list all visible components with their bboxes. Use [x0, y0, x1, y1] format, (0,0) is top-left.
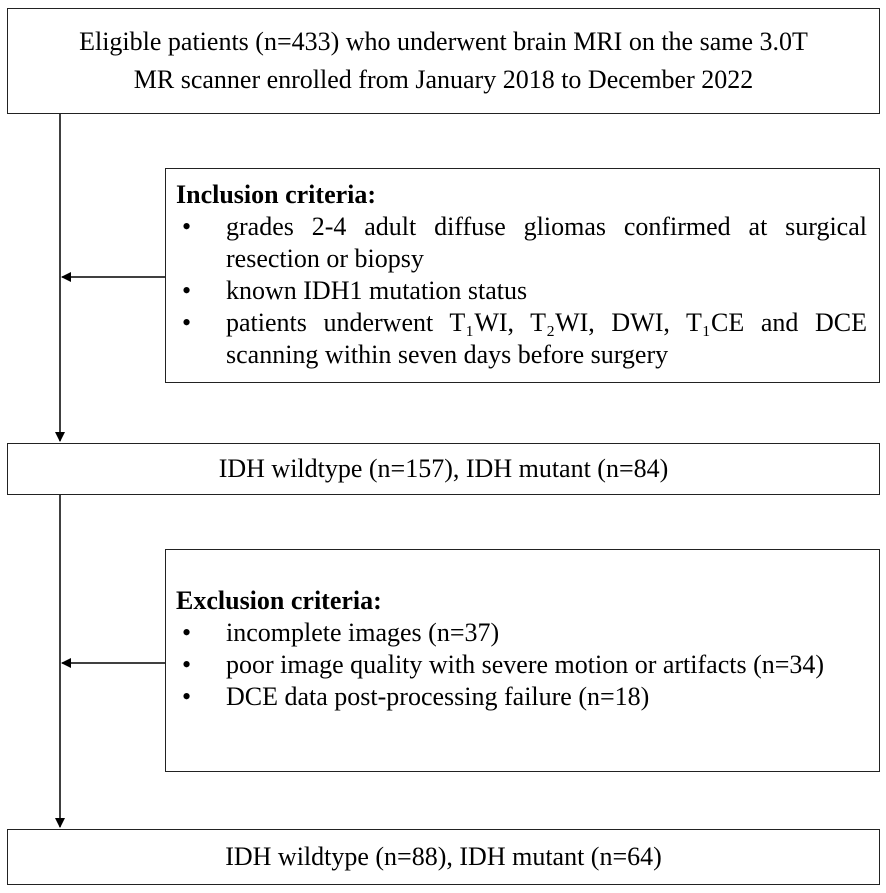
bullet-icon: •: [182, 276, 192, 305]
inclusion-title: Inclusion criteria:: [176, 180, 377, 209]
idh-result-2-text: IDH wildtype (n=88), IDH mutant (n=64): [225, 842, 662, 871]
inclusion-item: •patients underwent T₁WI, T₂WI, DWI, T₁C…: [182, 308, 867, 369]
bullet-icon: •: [182, 682, 192, 711]
exclusion-item: •incomplete images (n=37): [182, 618, 500, 647]
exclusion-criteria-box: Exclusion criteria: •incomplete images (…: [165, 549, 880, 772]
inclusion-item: •grades 2-4 adult diffuse gliomas confir…: [182, 212, 867, 273]
inclusion-criteria-box: Inclusion criteria: •grades 2-4 adult di…: [165, 168, 880, 383]
exclusion-item: •DCE data post-processing failure (n=18): [182, 682, 650, 711]
inclusion-item: •known IDH1 mutation status: [182, 276, 528, 305]
bullet-icon: •: [182, 212, 192, 241]
bullet-icon: •: [182, 650, 192, 679]
eligible-patients-box: Eligible patients (n=433) who underwent …: [7, 8, 880, 114]
inclusion-list: •grades 2-4 adult diffuse gliomas confir…: [176, 211, 867, 371]
bullet-icon: •: [182, 618, 192, 647]
exclusion-item: •poor image quality with severe motion o…: [182, 650, 825, 679]
eligible-line-1: Eligible patients (n=433) who underwent …: [79, 27, 808, 56]
idh-result-box-2: IDH wildtype (n=88), IDH mutant (n=64): [7, 829, 880, 885]
exclusion-title: Exclusion criteria:: [176, 586, 382, 615]
exclusion-list: •incomplete images (n=37) •poor image qu…: [176, 617, 867, 713]
idh-result-1-text: IDH wildtype (n=157), IDH mutant (n=84): [218, 454, 669, 483]
bullet-icon: •: [182, 308, 192, 337]
idh-result-box-1: IDH wildtype (n=157), IDH mutant (n=84): [7, 443, 880, 495]
eligible-line-2: MR scanner enrolled from January 2018 to…: [133, 65, 754, 94]
